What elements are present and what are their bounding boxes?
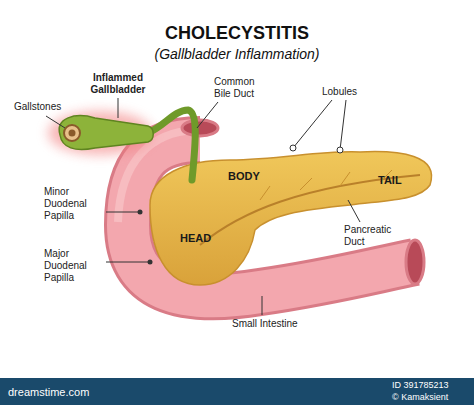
watermark: ID 391785213 bbox=[392, 380, 449, 391]
part-label: Lobules bbox=[322, 86, 357, 98]
region-label: BODY bbox=[228, 170, 260, 182]
part-label: Minor Duodenal Papilla bbox=[44, 186, 102, 222]
subtitle: (Gallbladder Inflammation) bbox=[0, 46, 474, 63]
region-label: HEAD bbox=[180, 232, 211, 244]
watermark: dreamstime.com bbox=[8, 386, 89, 398]
title: CHOLECYSTITIS bbox=[0, 22, 474, 44]
part-label: Pancreatic Duct bbox=[344, 224, 404, 248]
part-label: Major Duodenal Papilla bbox=[44, 248, 102, 284]
region-label: TAIL bbox=[378, 174, 402, 186]
part-label: Small Intestine bbox=[232, 318, 298, 330]
part-label: Gallstones bbox=[14, 101, 61, 113]
part-label: Inflammed Gallbladder bbox=[86, 72, 150, 96]
watermark: © Kamaksient bbox=[392, 392, 448, 403]
part-label: Common Bile Duct bbox=[214, 76, 270, 100]
